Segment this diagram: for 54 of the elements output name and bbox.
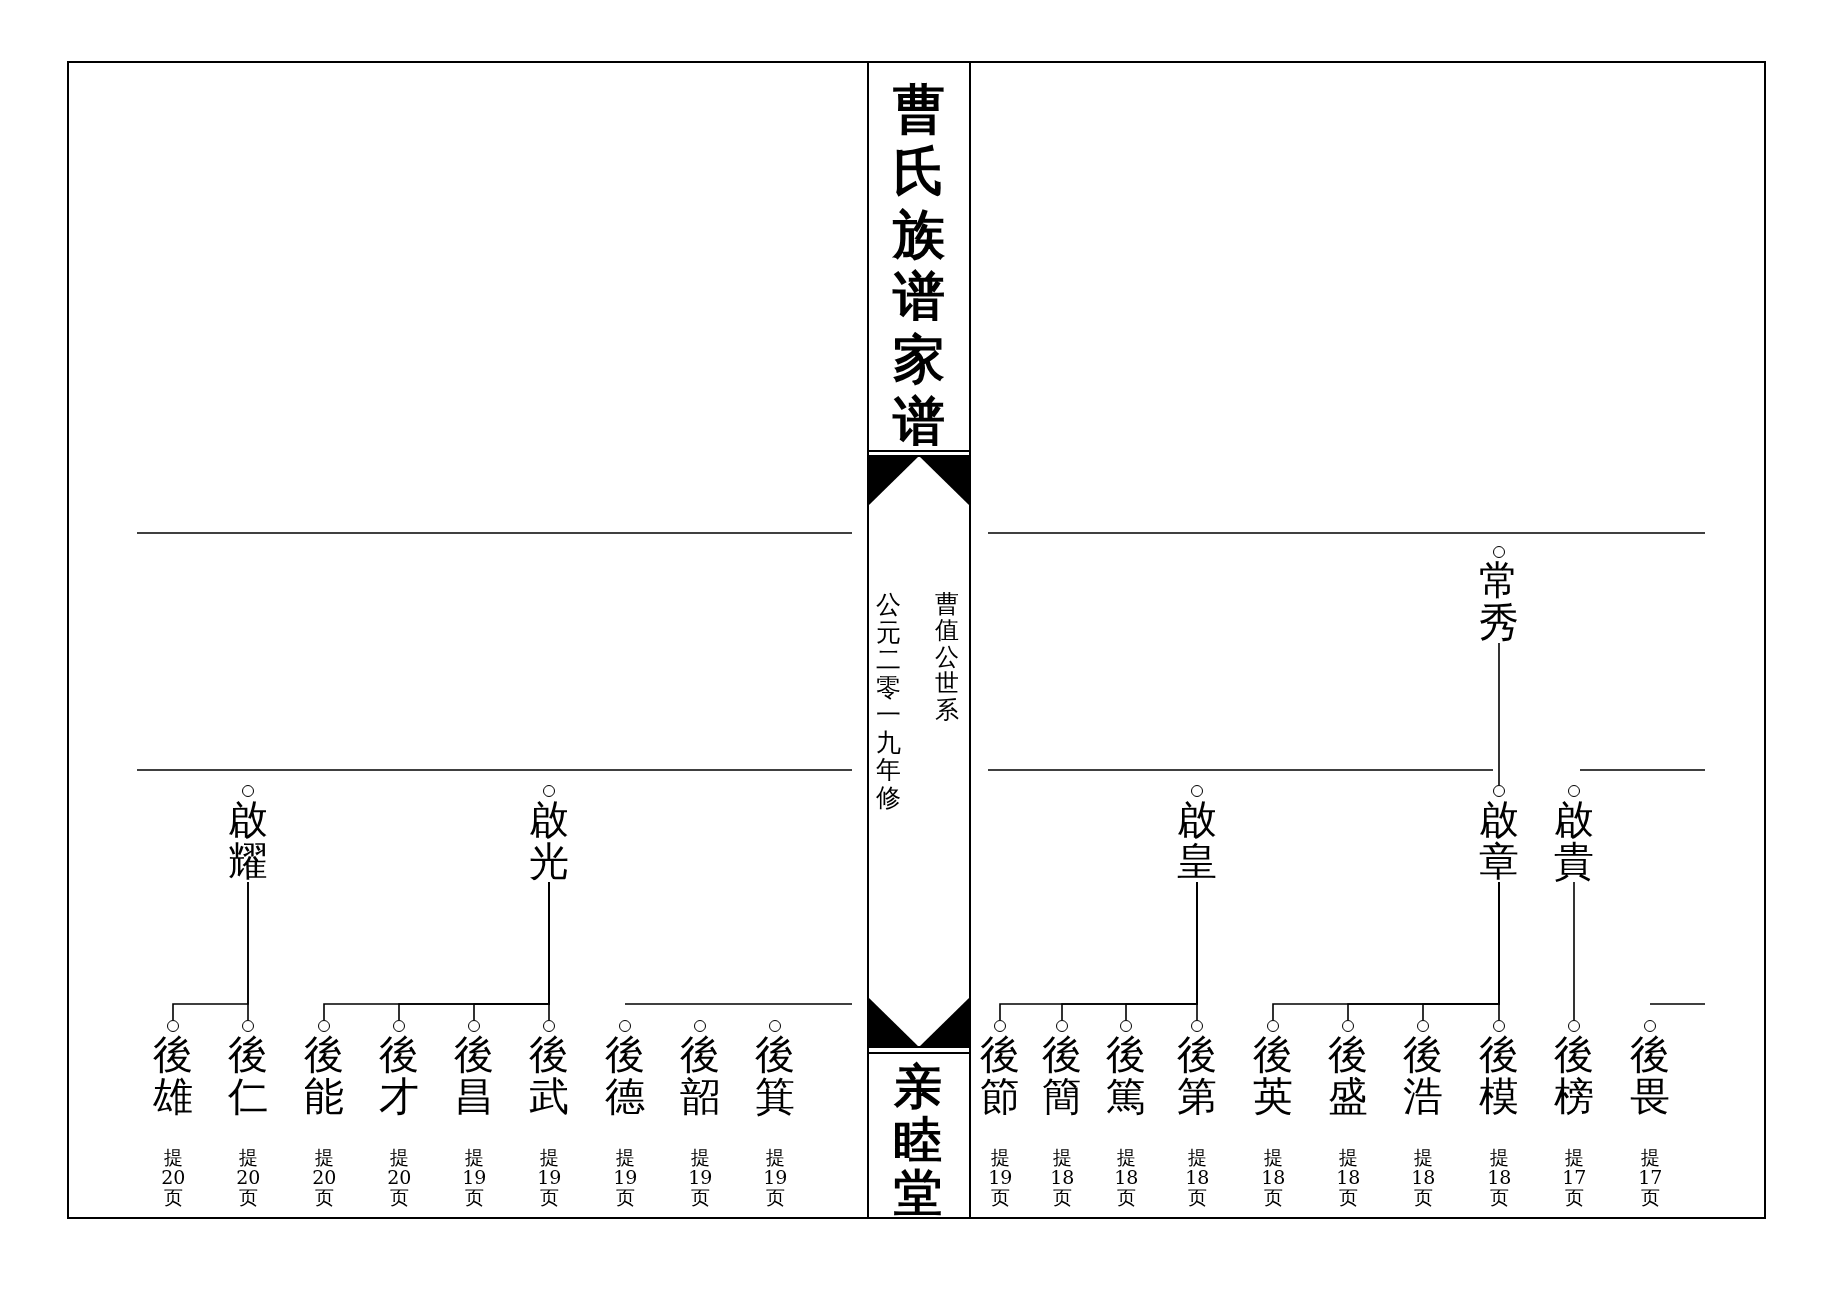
- person-name: 啟貴: [1553, 798, 1595, 882]
- page-reference: 提20页: [387, 1148, 412, 1208]
- page-reference: 提19页: [688, 1148, 713, 1208]
- person-name: 啟光: [528, 798, 570, 882]
- page-reference: 提18页: [1114, 1148, 1139, 1208]
- page-reference: 提18页: [1261, 1148, 1286, 1208]
- hall-name: 亲睦堂: [894, 1060, 943, 1219]
- connector-line: [1498, 642, 1500, 786]
- page-reference: 提18页: [1185, 1148, 1210, 1208]
- person-name: 後武: [528, 1033, 570, 1117]
- person-name: 後才: [378, 1033, 420, 1117]
- page-reference: 提18页: [1487, 1148, 1512, 1208]
- person-name: 後簡: [1041, 1033, 1083, 1117]
- title: 曹氏族谱家谱: [892, 78, 946, 453]
- person-name: 後箕: [754, 1033, 796, 1117]
- connector-line: [1573, 881, 1575, 1021]
- person-name: 後德: [604, 1033, 646, 1117]
- page-reference: 提18页: [1336, 1148, 1361, 1208]
- page-reference: 提20页: [312, 1148, 337, 1208]
- person-name: 後節: [979, 1033, 1021, 1117]
- person-name: 後能: [303, 1033, 345, 1117]
- person-name: 後篤: [1105, 1033, 1147, 1117]
- page-reference: 提18页: [1050, 1148, 1075, 1208]
- person-name: 後盛: [1327, 1033, 1369, 1117]
- spine-text: 公元二零一九年修: [876, 591, 902, 811]
- page-reference: 提19页: [537, 1148, 562, 1208]
- person-name: 啟耀: [227, 798, 269, 882]
- person-name: 常秀: [1478, 559, 1520, 643]
- page-reference: 提19页: [462, 1148, 487, 1208]
- person-name: 後模: [1478, 1033, 1520, 1117]
- page-reference: 提17页: [1562, 1148, 1587, 1208]
- page-reference: 提18页: [1411, 1148, 1436, 1208]
- page-reference: 提20页: [161, 1148, 186, 1208]
- page-reference: 提19页: [763, 1148, 788, 1208]
- person-name: 後昌: [453, 1033, 495, 1117]
- person-name: 啟皇: [1176, 798, 1218, 882]
- person-name: 後畏: [1629, 1033, 1671, 1117]
- connector-line: [548, 881, 550, 1021]
- person-name: 後第: [1176, 1033, 1218, 1117]
- person-name: 後英: [1252, 1033, 1294, 1117]
- page-reference: 提19页: [613, 1148, 638, 1208]
- connector-line: [1196, 881, 1198, 1021]
- person-name: 啟章: [1478, 798, 1520, 882]
- person-name: 後榜: [1553, 1033, 1595, 1117]
- spine-text: 曹值公世系: [935, 591, 960, 723]
- person-name: 後雄: [152, 1033, 194, 1117]
- person-name: 後韶: [679, 1033, 721, 1117]
- person-name: 後浩: [1402, 1033, 1444, 1117]
- connector-line: [1498, 881, 1500, 1021]
- page-reference: 提20页: [236, 1148, 261, 1208]
- person-name: 後仁: [227, 1033, 269, 1117]
- page-reference: 提17页: [1638, 1148, 1663, 1208]
- connector-line: [247, 881, 249, 1021]
- page-reference: 提19页: [988, 1148, 1013, 1208]
